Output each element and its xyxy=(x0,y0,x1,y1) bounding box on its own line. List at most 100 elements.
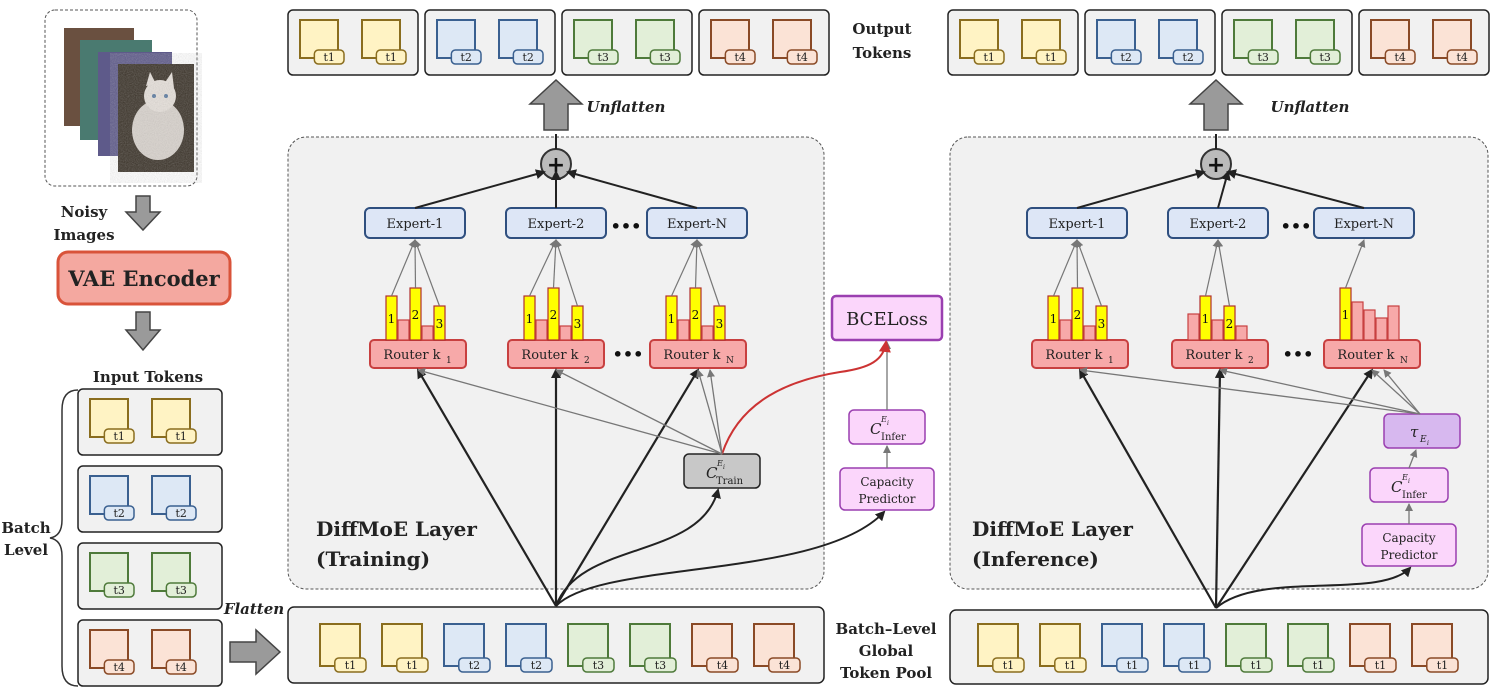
pool-token: t4 xyxy=(753,623,801,673)
token-label: t3 xyxy=(1319,51,1330,64)
expert-label: Expert-1 xyxy=(387,217,444,232)
pool-token: t1 xyxy=(1411,623,1459,673)
batch-label: Batch xyxy=(1,519,50,537)
token-label: t1 xyxy=(323,51,334,64)
tau-subsub: i xyxy=(1427,440,1429,447)
router-bar-rank: 2 xyxy=(692,308,700,322)
capacity-predictor-box-inference: Capacity Predictor xyxy=(1361,523,1457,567)
capacity-to-router-line xyxy=(1371,369,1421,415)
router-bar-chart: 1 xyxy=(1339,287,1400,341)
inference-layer-subtitle: (Inference) xyxy=(972,547,1099,571)
token-label: t1 xyxy=(1003,659,1014,672)
router-bar-rank: 1 xyxy=(668,312,676,326)
token-label: t4 xyxy=(1456,51,1467,64)
capacity-to-router-line xyxy=(417,368,723,455)
experts-ellipsis: ••• xyxy=(611,217,642,236)
capacity-to-router-line xyxy=(555,369,723,455)
token: t4 xyxy=(1370,19,1416,65)
token: t4 xyxy=(151,629,197,675)
router-bar xyxy=(1387,305,1400,341)
capacity-predictor-line2-inf: Predictor xyxy=(1381,548,1438,562)
training-token-pool xyxy=(287,606,825,684)
token: t1 xyxy=(361,19,407,65)
expert-label: Expert-N xyxy=(1334,217,1394,232)
pool-to-router-arrow xyxy=(555,368,700,607)
pool-to-router-arrow xyxy=(1079,368,1217,609)
noisy-images-panel xyxy=(44,9,198,187)
bar-to-expert-line xyxy=(551,239,560,289)
router-bar-rank: 1 xyxy=(388,312,396,326)
pool-token: t1 xyxy=(1287,623,1335,673)
vae-encoder-box: VAE Encoder xyxy=(56,250,232,306)
flatten-arrow xyxy=(229,628,282,676)
token: t4 xyxy=(710,19,756,65)
pool-to-router-arrow xyxy=(1214,368,1225,609)
pool-token: t1 xyxy=(1101,623,1149,673)
token-label: t1 xyxy=(385,51,396,64)
token: t2 xyxy=(89,475,135,521)
capacity-to-router-line xyxy=(1383,369,1421,415)
router-bar-rank: 1 xyxy=(1050,312,1058,326)
input-tokens-label: Input Tokens xyxy=(93,368,203,386)
bceloss-box: BCELoss xyxy=(830,294,944,342)
token-label: t3 xyxy=(593,659,604,672)
token-label: t1 xyxy=(407,659,418,672)
caption-images: Images xyxy=(53,226,114,244)
caption-noisy: Noisy xyxy=(61,203,109,221)
capacity-infer-sub-train: Infer xyxy=(881,432,906,443)
output-token-group: t1 t1 xyxy=(287,9,419,76)
router-label: Router k xyxy=(1045,348,1102,363)
router-bar xyxy=(1235,325,1248,341)
experts-ellipsis: ••• xyxy=(1281,217,1312,236)
output-tokens-label-1: Output xyxy=(852,20,911,38)
token-label: t1 xyxy=(1437,659,1448,672)
token-label: t1 xyxy=(1189,659,1200,672)
tau-box: τ E i xyxy=(1383,413,1461,449)
capacity-infer-box-inference: C E i Infer xyxy=(1369,467,1449,503)
router-bar xyxy=(701,325,714,341)
token-label: t3 xyxy=(113,584,124,597)
token: t1 xyxy=(1021,19,1067,65)
token-label: t1 xyxy=(1313,659,1324,672)
expert-to-sum-arrow xyxy=(1226,169,1365,209)
router-label: Router k xyxy=(663,348,720,363)
inference-unflatten-arrow xyxy=(1188,78,1244,131)
capacity-predictor-box-train: Capacity Predictor xyxy=(839,467,935,511)
token: t2 xyxy=(1158,19,1204,65)
router-bar-rank: 3 xyxy=(716,317,724,331)
router-bar-rank: 1 xyxy=(526,312,534,326)
level-label: Level xyxy=(4,541,48,559)
router-sub: 2 xyxy=(1248,356,1254,366)
router-bar xyxy=(1375,317,1388,341)
pool-curve-arrow xyxy=(555,488,721,607)
capacity-infer-sub-inf: Infer xyxy=(1402,490,1427,501)
router-sub: 1 xyxy=(446,356,452,366)
expert-label: Expert-N xyxy=(667,217,727,232)
router-bar xyxy=(1211,319,1224,341)
token: t3 xyxy=(635,19,681,65)
expert-box: Expert-1 xyxy=(1026,207,1128,239)
token: t3 xyxy=(151,552,197,598)
pool-label-2: Global xyxy=(859,642,914,660)
bar-to-expert-line xyxy=(670,239,698,297)
token-label: t1 xyxy=(175,430,186,443)
token: t1 xyxy=(89,398,135,444)
router-bar-rank: 2 xyxy=(412,308,420,322)
training-pool-arrows xyxy=(416,368,886,607)
token-label: t3 xyxy=(175,584,186,597)
expert-to-sum-arrow xyxy=(566,169,698,209)
capacity-train-sup: E xyxy=(716,459,723,468)
router-label: Router k xyxy=(383,348,440,363)
capacity-to-router-line xyxy=(1079,366,1421,415)
bar-to-expert-line xyxy=(1075,239,1103,307)
